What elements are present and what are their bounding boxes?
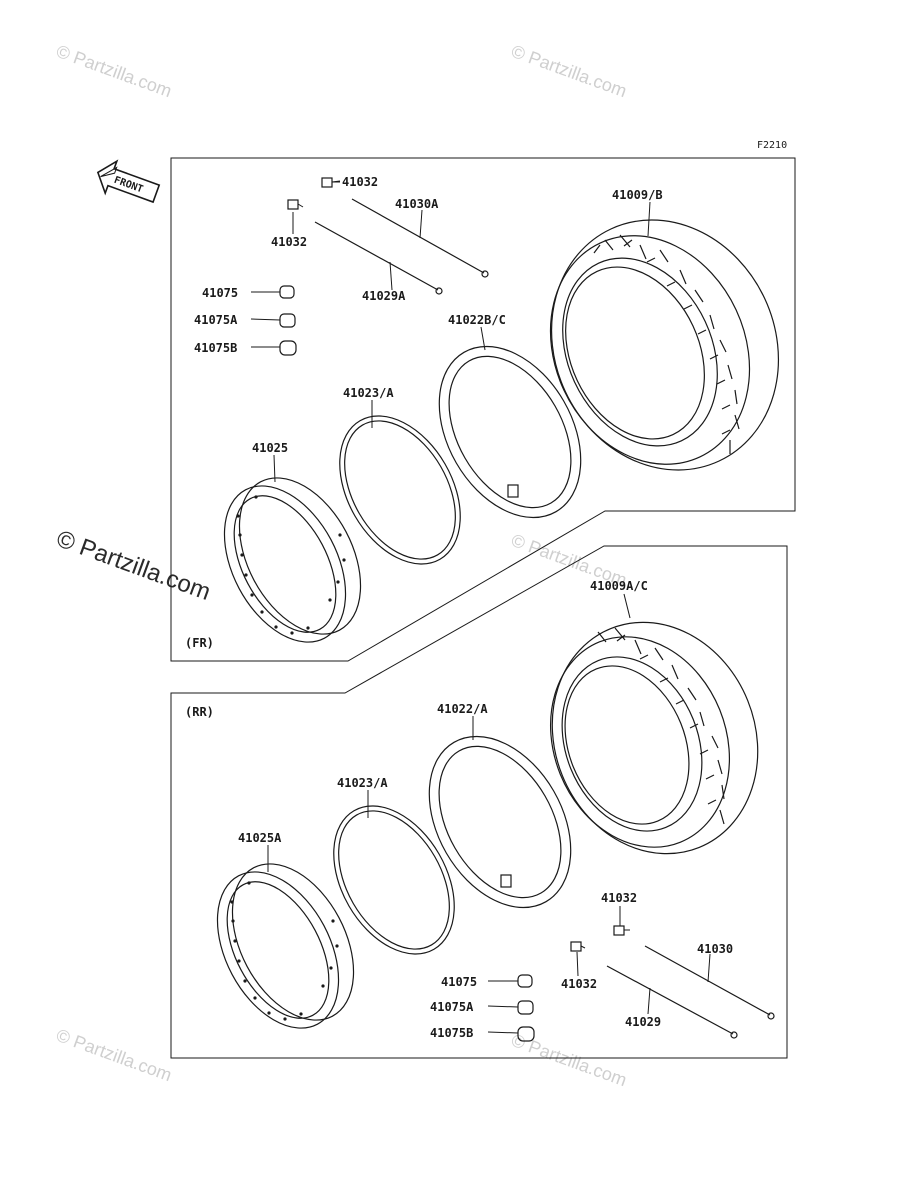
- rear-label-tire: 41009A/C: [590, 579, 648, 593]
- rear-rim: [216, 863, 355, 1029]
- front-tire: [549, 219, 780, 471]
- rear-label-valve-lower: 41032: [561, 977, 597, 991]
- front-label-cap-a: 41075A: [194, 313, 238, 327]
- front-label-cap: 41075: [202, 286, 238, 300]
- front-label-cable-b: 41029A: [362, 289, 406, 303]
- watermark-large: © Partzilla.com: [53, 525, 214, 606]
- rear-tube: [428, 735, 572, 909]
- rear-tube-valve-icon: [500, 874, 512, 888]
- front-rim: [223, 477, 362, 643]
- front-cap-b-icon: [279, 340, 297, 356]
- front-valve-lower-icon: [287, 199, 304, 210]
- front-label-rim-band: 41023/A: [343, 386, 394, 400]
- front-label-tube: 41022B/C: [448, 313, 506, 327]
- front-parts: 41032 41032 41030A 41029A 41075 41075A 4…: [194, 175, 780, 643]
- front-tube-valve-icon: [507, 484, 519, 498]
- rear-tire: [549, 621, 759, 855]
- rear-label-cap-b: 41075B: [430, 1026, 473, 1040]
- front-section-frame: [170, 157, 796, 662]
- rear-rim-band: [333, 805, 455, 955]
- front-cap-icon: [279, 285, 295, 299]
- figure-code: F2210: [757, 140, 787, 151]
- rear-label-valve-upper: 41032: [601, 891, 637, 905]
- rear-label-cap: 41075: [441, 975, 477, 989]
- front-section-tag: (FR): [185, 636, 214, 650]
- rear-label-cable-a: 41030: [697, 942, 733, 956]
- rear-label-cable-b: 41029: [625, 1015, 661, 1029]
- front-label-valve-upper: 41032: [342, 175, 378, 189]
- rear-parts: 41009A/C 41022/A 41023/A 41025A 41032 41…: [216, 579, 775, 1042]
- rear-label-rim: 41025A: [238, 831, 282, 845]
- rear-cap-b-icon: [517, 1026, 535, 1042]
- watermark-bottom-left: © Partzilla.com: [54, 1025, 175, 1085]
- rear-section-tag: (RR): [185, 705, 214, 719]
- watermark-bottom-right: © Partzilla.com: [509, 1030, 630, 1090]
- rear-cap-icon: [517, 974, 533, 988]
- rear-section-frame: [170, 545, 788, 1059]
- rear-valve-lower-icon: [570, 941, 586, 952]
- rear-valve-upper-icon: [613, 925, 630, 936]
- watermark-top-right: © Partzilla.com: [509, 41, 630, 101]
- front-label-tire: 41009/B: [612, 188, 663, 202]
- front-tube: [438, 345, 582, 519]
- rear-label-rim-band: 41023/A: [337, 776, 388, 790]
- rear-label-cap-a: 41075A: [430, 1000, 474, 1014]
- front-rim-spoke-holes: [236, 495, 346, 635]
- front-cap-a-icon: [279, 313, 296, 328]
- front-arrow-icon: FRONT: [96, 159, 161, 204]
- rear-rim-spoke-holes: [230, 881, 339, 1021]
- rear-cable-a: [644, 945, 771, 1016]
- rear-cap-a-icon: [517, 1000, 534, 1015]
- front-label-cap-b: 41075B: [194, 341, 237, 355]
- front-cable-a: [351, 198, 485, 274]
- front-label-cable-a: 41030A: [395, 197, 439, 211]
- rear-cable-b: [606, 965, 734, 1035]
- watermark-top-left: © Partzilla.com: [54, 41, 175, 101]
- front-rim-band: [339, 415, 461, 565]
- front-valve-upper-icon: [321, 177, 340, 188]
- front-label-valve-lower: 41032: [271, 235, 307, 249]
- front-cable-b: [314, 221, 439, 291]
- rear-label-tube: 41022/A: [437, 702, 488, 716]
- front-label-rim: 41025: [252, 441, 288, 455]
